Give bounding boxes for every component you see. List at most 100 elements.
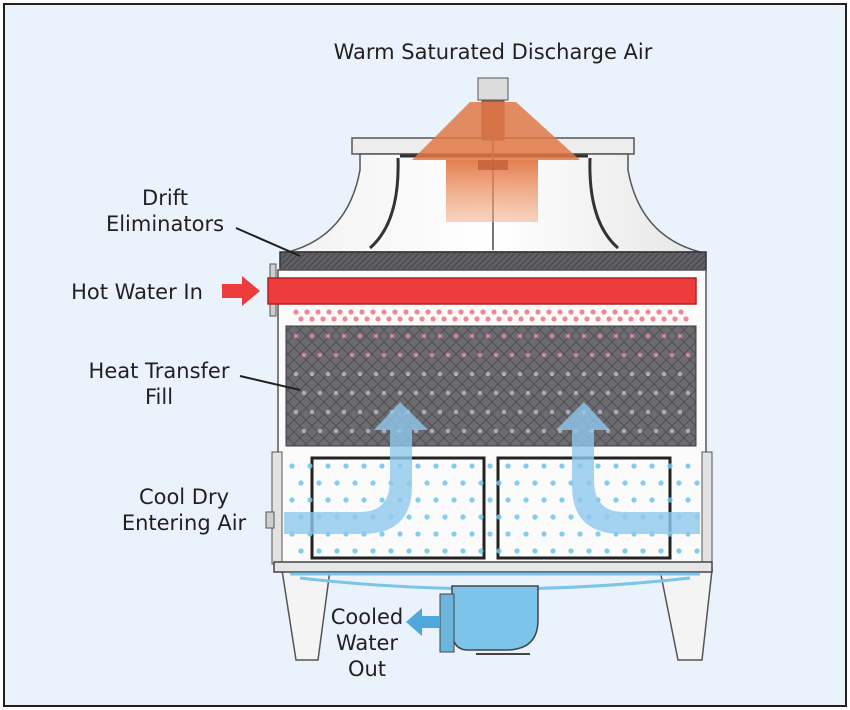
water-drop <box>370 480 376 486</box>
water-drop <box>573 390 579 396</box>
water-drop <box>606 316 612 322</box>
water-drop <box>658 548 664 554</box>
leader-line-fill <box>239 375 301 391</box>
water-drop <box>414 309 420 315</box>
water-drop <box>325 409 331 415</box>
water-drop <box>348 309 354 315</box>
water-drop <box>469 333 475 339</box>
water-drop <box>309 316 315 322</box>
right-louver-post <box>701 451 713 565</box>
water-drop <box>645 309 651 315</box>
water-drop <box>309 371 315 377</box>
water-drop <box>487 531 493 537</box>
water-drop <box>373 371 379 377</box>
water-drop <box>325 463 331 469</box>
water-drop <box>370 548 376 554</box>
water-drop <box>573 316 579 322</box>
water-drop <box>613 333 619 339</box>
water-drop <box>622 548 628 554</box>
label-cooled-water-line3: Out <box>348 657 386 681</box>
water-drop <box>649 463 655 469</box>
label-fill-line2: Fill <box>145 385 173 409</box>
tower-legs <box>281 569 713 661</box>
water-drop <box>317 428 323 434</box>
water-drop <box>621 352 627 358</box>
water-drop <box>342 316 348 322</box>
water-drop <box>317 390 323 396</box>
water-drop <box>496 316 502 322</box>
water-drop <box>485 316 491 322</box>
water-drop <box>397 352 403 358</box>
water-drop <box>461 352 467 358</box>
water-drop <box>649 497 655 503</box>
water-drop <box>325 497 331 503</box>
water-drop <box>529 316 535 322</box>
water-drop <box>357 409 363 415</box>
water-drop <box>676 548 682 554</box>
water-drop <box>397 390 403 396</box>
water-drop <box>565 371 571 377</box>
water-drop <box>549 409 555 415</box>
water-drop <box>514 480 520 486</box>
blue-airflow-arrow-right <box>556 402 700 534</box>
water-drop <box>631 463 637 469</box>
water-drop <box>541 390 547 396</box>
side-nozzle <box>265 511 275 529</box>
water-drop <box>405 333 411 339</box>
water-drop <box>667 309 673 315</box>
water-drop <box>445 428 451 434</box>
label-cool-air-line2: Entering Air <box>122 511 247 535</box>
water-drop <box>433 463 439 469</box>
water-drop <box>517 409 523 415</box>
water-drop <box>379 531 385 537</box>
water-drop <box>289 497 295 503</box>
water-drop <box>317 352 323 358</box>
water-drop <box>694 548 700 554</box>
water-drop <box>595 316 601 322</box>
label-drift-line2: Eliminators <box>106 212 224 236</box>
water-drop <box>477 428 483 434</box>
water-drop <box>621 428 627 434</box>
water-drop <box>413 352 419 358</box>
water-drop <box>677 333 683 339</box>
water-drop <box>568 514 574 520</box>
water-drop <box>301 390 307 396</box>
water-drop <box>565 333 571 339</box>
water-drop <box>298 316 304 322</box>
water-drop <box>365 428 371 434</box>
water-drop <box>621 390 627 396</box>
water-drop <box>525 352 531 358</box>
label-discharge-air: Warm Saturated Discharge Air <box>334 40 653 64</box>
water-drop <box>334 480 340 486</box>
label-hot-water-in: Hot Water In <box>71 280 203 304</box>
label-cooled-water-line1: Cooled <box>331 605 403 629</box>
water-drop <box>669 352 675 358</box>
water-drop <box>535 309 541 315</box>
water-drop <box>640 548 646 554</box>
water-drop <box>388 548 394 554</box>
water-drop <box>694 480 700 486</box>
label-drift-line1: Drift <box>142 186 188 210</box>
water-drop <box>477 390 483 396</box>
water-drop <box>406 514 412 520</box>
water-drop <box>341 333 347 339</box>
water-drop <box>379 497 385 503</box>
water-drop <box>551 316 557 322</box>
water-drop <box>676 480 682 486</box>
water-drop <box>442 548 448 554</box>
water-drop <box>595 463 601 469</box>
water-drop <box>429 390 435 396</box>
water-drop <box>613 371 619 377</box>
water-drop <box>645 409 651 415</box>
water-drop <box>397 531 403 537</box>
water-drop <box>533 333 539 339</box>
water-drop <box>629 409 635 415</box>
water-drop <box>669 390 675 396</box>
label-fill-line1: Heat Transfer <box>89 359 230 383</box>
fill-water-drops <box>293 333 691 434</box>
water-drop <box>307 497 313 503</box>
water-drop <box>562 316 568 322</box>
water-drop <box>460 548 466 554</box>
water-drop <box>493 428 499 434</box>
